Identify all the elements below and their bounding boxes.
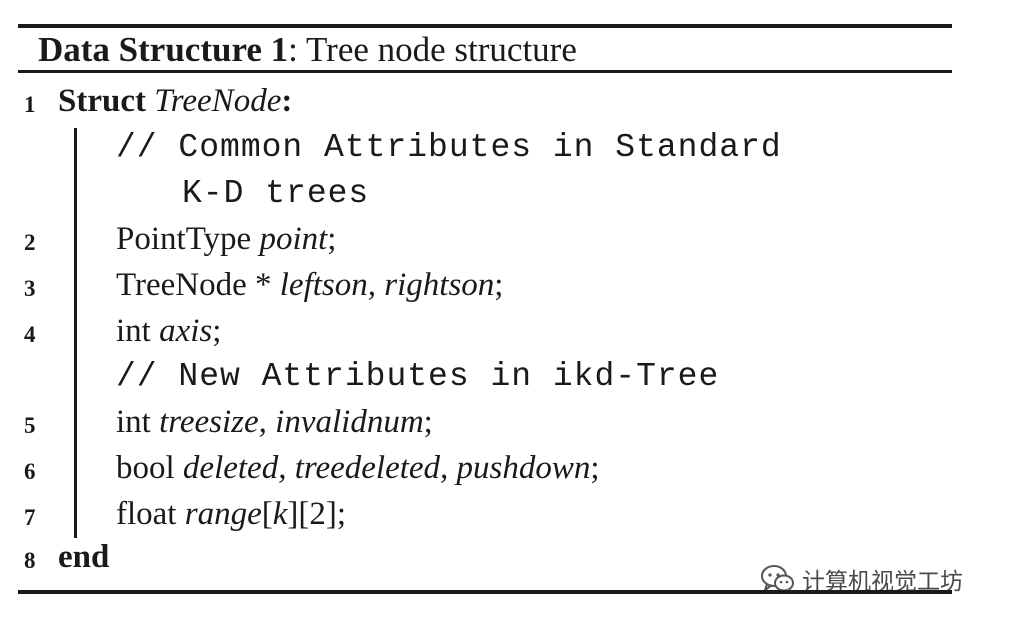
comment-new: // New Attributes in ikd-Tree <box>116 358 720 395</box>
caption-rule <box>18 70 952 73</box>
field-names: deleted, treedeleted, pushdown <box>182 450 591 486</box>
line-terminator: ; <box>590 450 600 486</box>
code-line-treesize: int treesize, invalidnum; <box>116 402 433 442</box>
table-top-rule <box>18 24 952 28</box>
caption-separator: : <box>288 30 298 69</box>
struct-keyword: Struct <box>58 83 146 119</box>
line-number-8: 8 <box>24 548 36 573</box>
field-names: axis <box>159 313 213 349</box>
caption-title: Tree node structure <box>297 30 577 69</box>
code-line-point: PointType point; <box>116 219 336 259</box>
code-line-axis: int axis; <box>116 311 221 351</box>
code-line-flags: bool deleted, treedeleted, pushdown; <box>116 448 600 488</box>
line-number-1: 1 <box>24 92 36 117</box>
type-name: int <box>116 313 151 349</box>
line-number-5: 5 <box>24 413 36 438</box>
caption-label: Data Structure 1 <box>38 30 289 69</box>
type-name: float <box>116 496 177 532</box>
struct-colon: : <box>281 83 293 119</box>
line-terminator: ; <box>212 313 222 349</box>
type-name: PointType <box>116 221 252 257</box>
line-number-3: 3 <box>24 276 36 301</box>
line-number-4: 4 <box>24 322 36 347</box>
end-keyword: end <box>58 539 110 575</box>
index-variable: k <box>272 496 288 532</box>
indent-bar <box>74 128 77 538</box>
comment-common-1: // Common Attributes in Standard <box>116 129 782 166</box>
line-number-2: 2 <box>24 230 36 255</box>
line-terminator: ; <box>423 404 433 440</box>
field-names: leftson, rightson <box>279 267 495 303</box>
type-name: bool <box>116 450 175 486</box>
type-name: int <box>116 404 151 440</box>
line-number-7: 7 <box>24 505 36 530</box>
bracket-open: [ <box>261 496 273 532</box>
table-bottom-rule <box>18 590 952 594</box>
field-names: treesize, invalidnum <box>159 404 424 440</box>
code-line-end: end <box>58 537 109 577</box>
caption: Data Structure 1: Tree node structure <box>38 30 577 70</box>
type-name: TreeNode * <box>116 267 272 303</box>
code-line-range: float range[k][2]; <box>116 494 346 534</box>
line-terminator: ; <box>327 221 337 257</box>
comment-common-2: K-D trees <box>182 175 370 212</box>
code-line-struct: Struct TreeNode: <box>58 81 292 121</box>
struct-name: TreeNode <box>154 83 282 119</box>
bracket-rest: ][2]; <box>287 496 347 532</box>
field-name: range <box>184 496 262 532</box>
line-number-6: 6 <box>24 459 36 484</box>
field-names: point <box>259 221 328 257</box>
code-line-sons: TreeNode * leftson, rightson; <box>116 265 503 305</box>
line-terminator: ; <box>494 267 504 303</box>
